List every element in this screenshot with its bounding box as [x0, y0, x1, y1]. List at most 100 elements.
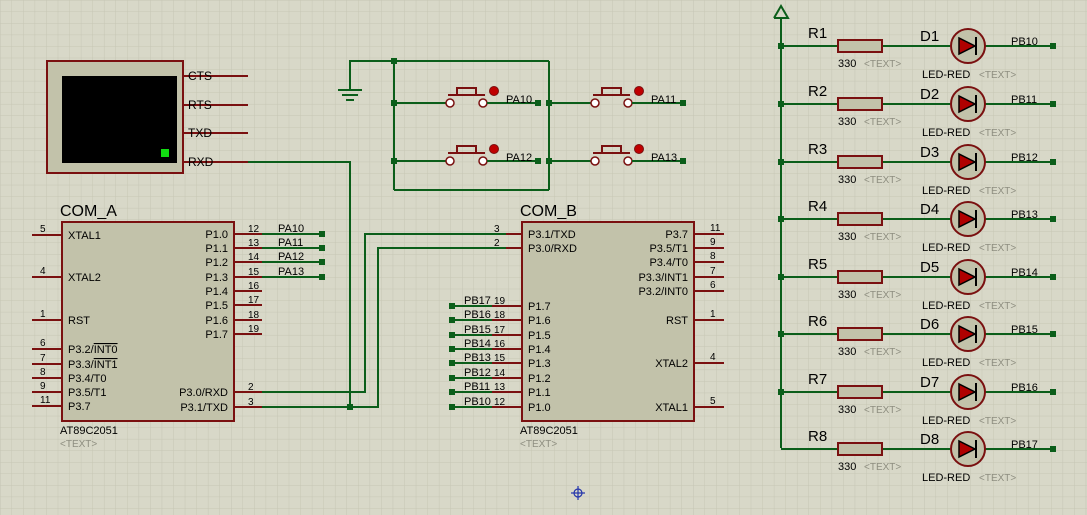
net-label: PB10: [464, 396, 491, 408]
resistor-value: 330: [838, 289, 856, 301]
terminal-pin-txd: TXD: [183, 126, 248, 140]
power-terminal-icon: [773, 4, 790, 19]
net-label: PA11: [278, 237, 303, 249]
net-label: PB14: [464, 338, 491, 350]
com-a-pin-7[interactable]: 7P3.3/INT1: [32, 353, 118, 371]
resistor-value: 330: [838, 174, 856, 186]
pin-number: 9: [40, 381, 46, 392]
pin-label: P3.5/T1: [68, 387, 107, 399]
led-net-label: PB10: [1011, 36, 1038, 48]
pin-number: 15: [494, 353, 506, 364]
pin-number: 1: [40, 309, 46, 320]
led-text-placeholder: <TEXT>: [979, 473, 1016, 484]
resistor-value: 330: [838, 116, 856, 128]
com-b-text-placeholder: <TEXT>: [520, 439, 557, 450]
resistor-text-placeholder: <TEXT>: [864, 175, 901, 186]
pin-number: 6: [710, 280, 716, 291]
led-type: LED-RED: [922, 357, 970, 369]
led-type: LED-RED: [922, 472, 970, 484]
terminal-pin-label: RTS: [188, 98, 212, 112]
led-type: LED-RED: [922, 127, 970, 139]
led-type: LED-RED: [922, 415, 970, 427]
led-label: D7: [920, 374, 939, 391]
resistor-body: [837, 39, 883, 53]
pin-number: 9: [710, 237, 716, 248]
pin-number: 7: [710, 266, 716, 277]
com-b-pin-6[interactable]: 6P3.2/INT0: [638, 280, 724, 298]
pin-number: 8: [40, 367, 46, 378]
resistor-value: 330: [838, 404, 856, 416]
resistor-label: R5: [808, 256, 827, 273]
pin-label: P1.4: [205, 286, 228, 298]
com-b-pin-8[interactable]: 8P3.4/T0: [649, 251, 724, 269]
pin-label: P3.2/INT0: [68, 344, 118, 356]
com-a-pin-3[interactable]: 3P3.1/TXD: [180, 397, 262, 414]
push-button-pa13[interactable]: PA13: [585, 144, 686, 166]
resistor-label: R8: [808, 428, 827, 445]
com-a-part: AT89C2051: [60, 425, 118, 437]
com-a-pin-6[interactable]: 6P3.2/INT0: [32, 338, 118, 356]
resistor-text-placeholder: <TEXT>: [864, 290, 901, 301]
pin-label: P1.5: [528, 330, 551, 342]
led-net-label: PB14: [1011, 267, 1038, 279]
pin-number: 3: [248, 397, 254, 408]
push-button-pa10[interactable]: PA10: [440, 86, 541, 108]
pin-number: 16: [494, 339, 506, 350]
pin-number: 19: [248, 324, 260, 335]
com-a-pin-2[interactable]: 2P3.0/RXD: [179, 382, 262, 399]
net-label: PA12: [278, 251, 304, 263]
push-button-pa12[interactable]: PA12: [440, 144, 541, 166]
terminal-pin-label: CTS: [188, 69, 212, 83]
com-a-pin-9[interactable]: 9P3.5/T1: [32, 381, 107, 399]
com-a-pin-8[interactable]: 8P3.4/T0: [32, 367, 107, 385]
resistor-text-placeholder: <TEXT>: [864, 117, 901, 128]
com-b-pin-7[interactable]: 7P3.3/INT1: [638, 266, 724, 284]
led-net-label: PB11: [1011, 94, 1037, 106]
pin-label: P1.0: [528, 402, 551, 414]
pin-number: 8: [710, 251, 716, 262]
pin-number: 18: [494, 310, 506, 321]
com-a-chip[interactable]: COM_A 5XTAL14XTAL21RST6P3.2/INT07P3.3/IN…: [32, 203, 325, 450]
com-b-part: AT89C2051: [520, 425, 578, 437]
button-net-label: PA12: [506, 152, 532, 164]
push-button-pa11[interactable]: PA11: [585, 86, 686, 108]
com-b-pin-9[interactable]: 9P3.5/T1: [649, 237, 724, 255]
led-type: LED-RED: [922, 300, 970, 312]
led-net-label: PB15: [1011, 324, 1038, 336]
